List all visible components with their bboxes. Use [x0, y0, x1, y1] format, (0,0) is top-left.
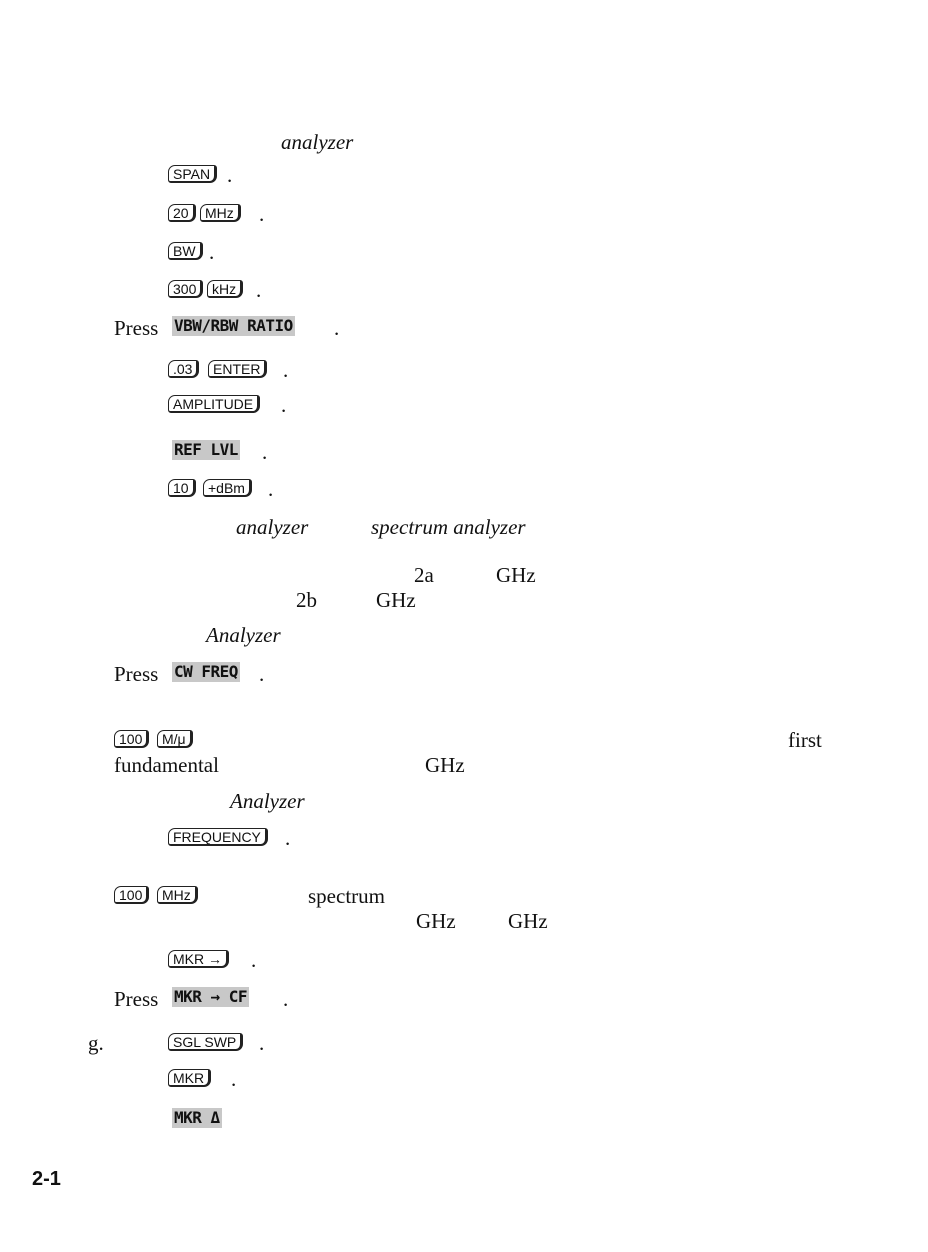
text-ghz: GHz — [425, 753, 465, 777]
period: . — [251, 948, 257, 972]
mkr-key[interactable]: MKR — [168, 1069, 212, 1087]
text-analyzer: analyzer — [236, 515, 309, 539]
sgl-swp-key[interactable]: SGL SWP — [168, 1033, 244, 1051]
period: . — [268, 477, 274, 501]
digit-10-key[interactable]: 10 — [168, 479, 196, 497]
mkr-arrow-key[interactable]: MKR → — [168, 950, 229, 968]
text-press: Press — [114, 316, 159, 340]
decimal-03-key[interactable]: .03 — [168, 360, 200, 378]
period: . — [334, 316, 340, 340]
ref-lvl-softkey[interactable]: REF LVL — [172, 440, 240, 460]
cw-freq-softkey[interactable]: CW FREQ — [172, 662, 240, 682]
text-spectrum-analyzer: spectrum analyzer — [371, 515, 526, 539]
text-analyzer: Analyzer — [230, 789, 305, 813]
text-press: Press — [114, 987, 159, 1011]
text-ghz: GHz — [376, 588, 416, 612]
mkr-to-cf-softkey[interactable]: MKR → CF — [172, 987, 250, 1007]
period: . — [209, 240, 215, 264]
period: . — [227, 163, 233, 187]
digit-100-key[interactable]: 100 — [114, 730, 150, 748]
period: . — [259, 662, 265, 686]
period: . — [259, 1031, 265, 1055]
text-press: Press — [114, 662, 159, 686]
digit-300-key[interactable]: 300 — [168, 280, 204, 298]
plus-dbm-key[interactable]: +dBm — [203, 479, 252, 497]
m-mu-key[interactable]: M/μ — [157, 730, 193, 748]
text-analyzer: Analyzer — [206, 623, 281, 647]
span-key[interactable]: SPAN — [168, 165, 218, 183]
khz-key[interactable]: kHz — [207, 280, 244, 298]
vbw-rbw-ratio-softkey[interactable]: VBW/RBW RATIO — [172, 316, 295, 336]
period: . — [262, 440, 268, 464]
frequency-key[interactable]: FREQUENCY — [168, 828, 268, 846]
mkr-delta-softkey[interactable]: MKR Δ — [172, 1108, 222, 1128]
period: . — [283, 987, 289, 1011]
digit-100-key[interactable]: 100 — [114, 886, 150, 904]
period: . — [281, 393, 287, 417]
text-ghz: GHz — [508, 909, 548, 933]
period: . — [231, 1067, 237, 1091]
mhz-key[interactable]: MHz — [200, 204, 241, 222]
period: . — [285, 826, 291, 850]
period: . — [283, 358, 289, 382]
digit-20-key[interactable]: 20 — [168, 204, 196, 222]
text-analyzer: analyzer — [281, 130, 354, 154]
page-number: 2-1 — [32, 1168, 61, 1190]
text-first: first — [788, 728, 822, 752]
text-2a: 2a — [414, 563, 434, 587]
text-ghz: GHz — [496, 563, 536, 587]
text-fundamental: fundamental — [114, 753, 219, 777]
text-2b: 2b — [296, 588, 317, 612]
enter-key[interactable]: ENTER — [208, 360, 268, 378]
text-spectrum: spectrum — [308, 884, 385, 908]
amplitude-key[interactable]: AMPLITUDE — [168, 395, 261, 413]
mhz-key[interactable]: MHz — [157, 886, 198, 904]
bw-key[interactable]: BW — [168, 242, 203, 260]
period: . — [256, 278, 262, 302]
period: . — [259, 202, 265, 226]
text-ghz: GHz — [416, 909, 456, 933]
step-letter-g: g. — [88, 1031, 104, 1055]
